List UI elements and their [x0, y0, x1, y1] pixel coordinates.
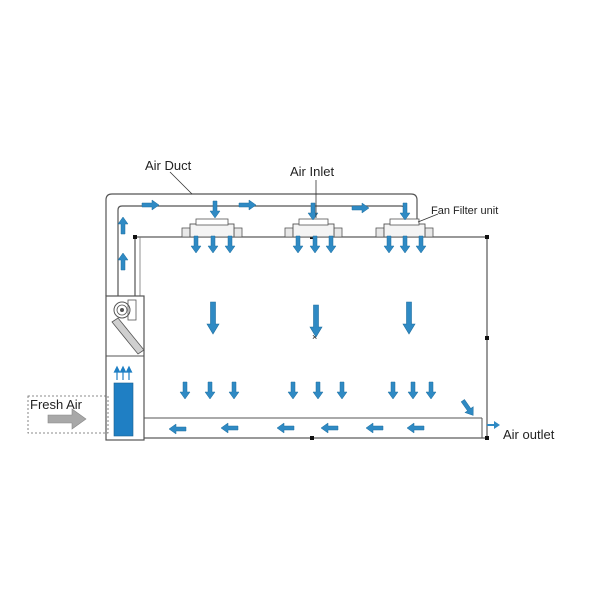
flow-arrow-icon [383, 235, 395, 254]
flow-arrow-icon [365, 422, 384, 434]
flow-arrow-icon [399, 235, 411, 254]
flow-arrow-icon [406, 422, 425, 434]
flow-arrow-icon [206, 301, 220, 335]
flow-arrow-icon [460, 399, 474, 416]
flow-arrow-icon [117, 216, 129, 235]
fan-filter-unit-2 [284, 218, 343, 238]
flow-arrow-icon [190, 235, 202, 254]
fan-filter-unit-label: Fan Filter unit [431, 205, 498, 217]
flow-arrow-icon [228, 381, 240, 400]
fan-filter-unit-3 [375, 218, 434, 238]
air-duct-label: Air Duct [145, 158, 192, 173]
flow-arrow-icon [117, 252, 129, 271]
flow-arrow-icon [141, 199, 160, 211]
filter-unit-icon [113, 382, 134, 437]
flow-arrow-icon [209, 200, 221, 219]
svg-text:×: × [312, 332, 317, 342]
selection-handles: × [133, 235, 489, 440]
air-handling-unit [105, 295, 145, 441]
flow-arrow-icon [207, 235, 219, 254]
flow-arrow-icon [351, 202, 370, 214]
room-downflow-arrows [206, 301, 416, 338]
flow-arrow-icon [325, 235, 337, 254]
flow-arrow-icon [402, 301, 416, 335]
fresh-air-arrow-icon [47, 408, 87, 430]
fan-filter-unit-1 [181, 218, 243, 238]
leader-lines [169, 171, 439, 223]
flow-arrow-icon [276, 422, 295, 434]
flow-arrow-icon [287, 381, 299, 400]
air-outlet-arrow [487, 421, 500, 429]
flow-arrow-icon [312, 381, 324, 400]
fresh-air-inlet [27, 395, 109, 434]
filter-diagonal-icon [111, 317, 145, 355]
flow-arrow-icon [407, 381, 419, 400]
flow-arrow-icon [336, 381, 348, 400]
fresh-air-label: Fresh Air [30, 397, 83, 412]
clean-room-enclosure [134, 236, 488, 439]
flow-arrow-icon [292, 235, 304, 254]
flow-arrow-icon [425, 381, 437, 400]
flow-arrow-icon [220, 422, 239, 434]
return-flow-arrows [168, 422, 425, 435]
flow-arrow-icon [387, 381, 399, 400]
ffu-outflow-arrows [190, 235, 427, 254]
duct-flow-arrows [117, 199, 411, 271]
flow-arrow-icon [179, 381, 191, 400]
flow-arrow-icon [224, 235, 236, 254]
flow-arrow-icon [415, 235, 427, 254]
air-inlet-label: Air Inlet [290, 164, 334, 179]
flow-arrow-icon [204, 381, 216, 400]
floor-downflow-arrows [179, 381, 474, 416]
flow-arrow-icon [238, 199, 257, 211]
air-outlet-label: Air outlet [503, 427, 555, 442]
airflow-up-icons [113, 365, 133, 380]
flow-arrow-icon [320, 422, 339, 434]
fan-icon [113, 299, 137, 321]
flow-arrow-icon [168, 423, 187, 435]
